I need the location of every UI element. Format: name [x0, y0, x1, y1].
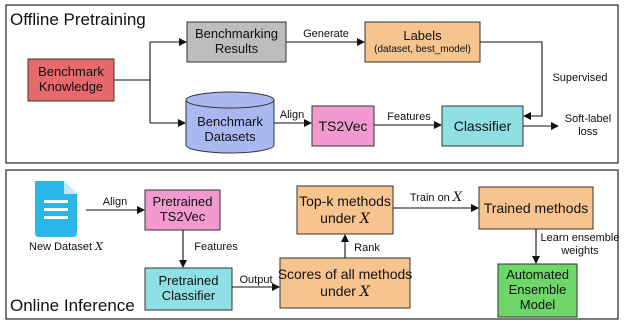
ensemble-line1: Automated [506, 267, 569, 283]
pretrained-ts2vec-label: Pretrained TS2Vec [145, 190, 220, 230]
scores-box [279, 257, 411, 309]
offline-pretraining-title: Offline Pretraining [10, 10, 146, 29]
benchmarking-results-label: Benchmarking Results [187, 22, 286, 62]
benchmark-datasets-line2: Datasets [204, 129, 256, 144]
arrow-supervised [480, 41, 543, 120]
benchmark-knowledge-line2: Knowledge [38, 79, 104, 94]
train-on-text: Train on [409, 191, 450, 204]
pretrained-ts2vec-box [144, 189, 221, 231]
scores-line2: under X [320, 283, 370, 300]
ts2vec-label: TS2Vec [318, 117, 368, 134]
labels-label: Labels (dataset, best_model) [365, 22, 480, 62]
new-dataset-var: X [95, 239, 103, 253]
benchmark-datasets-line1: Benchmark [197, 114, 263, 130]
supervised-edge-label: Supervised [552, 71, 608, 84]
trained-methods-box [478, 186, 594, 230]
scores-var: X [359, 283, 370, 300]
pretrained-classifier-box [144, 267, 233, 311]
soft-label-loss-edge-label: Soft-label loss [560, 111, 616, 141]
benchmark-knowledge-line1: Benchmark [38, 64, 104, 80]
features-top-edge-label: Features [387, 110, 431, 123]
online-section-frame [5, 169, 619, 320]
generate-edge-label: Generate [303, 27, 349, 40]
benchmark-datasets-label: Benchmark Datasets [186, 112, 274, 148]
classifier-label: Classifier [453, 117, 512, 134]
scores-under: under [320, 282, 356, 299]
soft-label-line1: Soft-label [564, 113, 612, 126]
new-dataset-text: New Dataset [29, 240, 93, 253]
labels-line2: (dataset, best_model) [374, 43, 471, 55]
ensemble-label: Automated Ensemble Model [498, 264, 577, 317]
labels-box [364, 21, 481, 63]
rank-edge-label: Rank [354, 241, 380, 254]
benchmark-knowledge-box [27, 58, 115, 102]
pretrained-classifier-label: Pretrained Classifier [145, 268, 232, 310]
topk-line2: under X [320, 210, 370, 227]
learn-ensemble-line1: Learn ensemble [540, 232, 620, 245]
new-dataset-label: New Dataset X [18, 240, 114, 254]
ensemble-line3: Model [519, 296, 556, 312]
classifier-box [441, 105, 524, 147]
ensemble-box [497, 263, 578, 318]
ts2vec-box [311, 105, 375, 147]
topk-var: X [359, 210, 370, 227]
benchmark-datasets-cylinder [185, 91, 275, 154]
pretrained-classifier-line2: Classifier [161, 288, 216, 303]
pretrained-ts2vec-line1: Pretrained [152, 194, 213, 210]
trained-methods-label: Trained methods [483, 199, 589, 216]
topk-label: Top-k methods under X [297, 186, 393, 234]
learn-ensemble-line2: weights [561, 245, 599, 257]
benchmarking-results-box [186, 21, 287, 63]
train-on-edge-label: Train on X [398, 190, 474, 206]
align-top-edge-label: Align [279, 108, 305, 121]
document-icon [35, 181, 77, 237]
features-bottom-edge-label: Features [194, 240, 238, 253]
scores-line1: Scores of all methods [277, 266, 413, 283]
benchmarking-results-line1: Benchmarking [194, 26, 279, 42]
pretrained-classifier-line1: Pretrained [158, 273, 219, 289]
learn-ensemble-edge-label: Learn ensemble weights [538, 231, 622, 259]
pretrained-ts2vec-line2: TS2Vec [159, 209, 206, 224]
online-inference-title: Online Inference [10, 296, 135, 315]
benchmark-knowledge-label: Benchmark Knowledge [28, 59, 114, 101]
benchmarking-results-line2: Results [214, 41, 259, 56]
ensemble-line2: Ensemble [508, 282, 567, 298]
train-on-var: X [452, 189, 463, 205]
align-bottom-edge-label: Align [102, 195, 128, 208]
output-edge-label: Output [239, 273, 273, 286]
scores-label: Scores of all methods under X [277, 258, 413, 308]
topk-line1: Top-k methods [299, 193, 391, 210]
soft-label-line2: loss [578, 126, 598, 138]
labels-line1: Labels [403, 27, 442, 43]
topk-under: under [320, 209, 356, 226]
offline-section-frame [5, 4, 619, 164]
